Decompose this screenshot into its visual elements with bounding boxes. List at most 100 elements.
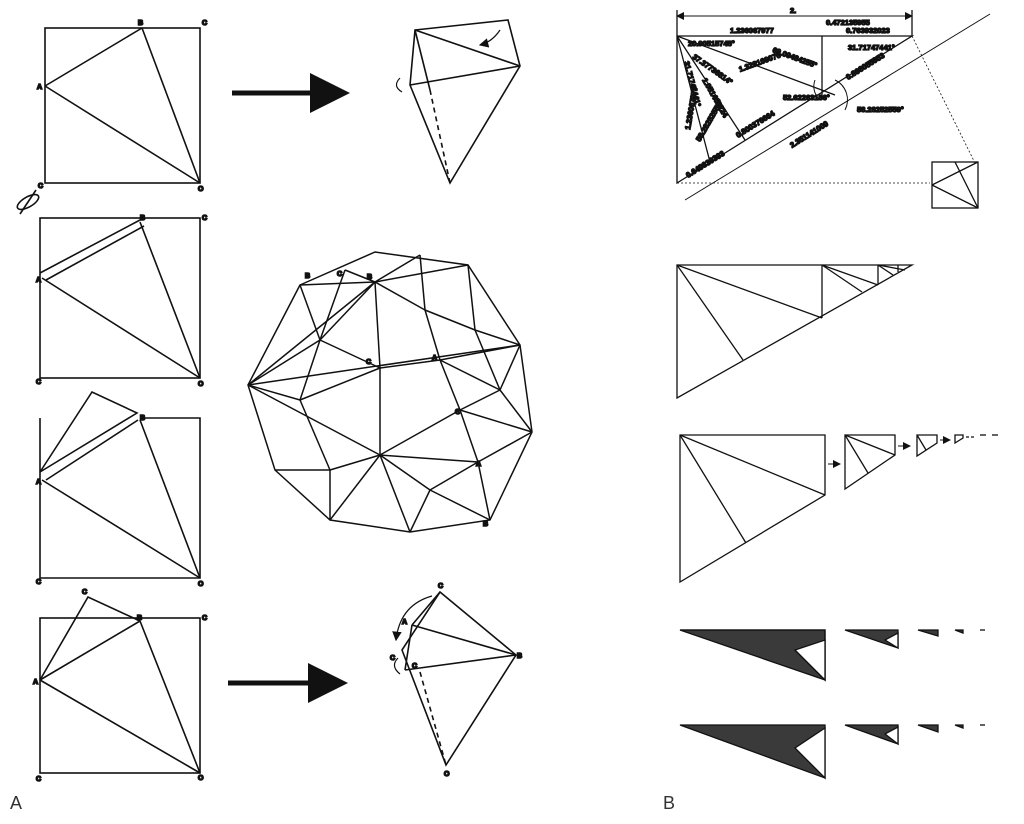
label-a-2: A xyxy=(36,277,41,284)
polyhedron-edge xyxy=(459,389,501,411)
polyhedron-edge xyxy=(299,367,381,401)
meas-top-right: 0.763932023 xyxy=(846,26,890,35)
label-a-3: A xyxy=(36,479,41,486)
label-a-5: A xyxy=(402,619,407,626)
label-b-2: B xyxy=(140,215,145,222)
label-a-poly-2: A xyxy=(476,461,481,468)
polyhedron-edge xyxy=(379,454,431,491)
polyhedron-edge xyxy=(247,384,381,456)
meas-angle-g: 58.28252559° xyxy=(857,105,904,114)
label-c-poly-1: C xyxy=(337,271,342,278)
label-o-5: O xyxy=(444,771,450,778)
polyhedron-edge xyxy=(329,454,381,471)
label-o-4: O xyxy=(198,775,204,782)
polyhedron-edge xyxy=(419,254,426,311)
label-c-1b: C xyxy=(38,183,43,190)
label-c-2: C xyxy=(202,215,207,222)
polyhedron-edge xyxy=(374,281,426,311)
label-a-poly-1: A xyxy=(432,355,437,362)
polyhedron-edge xyxy=(319,339,381,369)
fold-step-2 xyxy=(39,217,201,379)
polyhedron-edge xyxy=(374,254,421,283)
label-c-5c: C xyxy=(412,663,417,670)
meas-angle-a: 20.90515745° xyxy=(688,39,735,48)
polyhedron-edge xyxy=(477,431,533,463)
meas-seg-5: 2.351141009 xyxy=(788,119,830,150)
label-b-poly-3: B xyxy=(483,521,488,528)
label-c-4a: C xyxy=(82,589,87,596)
triangle-sequence xyxy=(679,434,998,584)
panel-b: 2. 1.236067977 0.472135955 0.763932023 2… xyxy=(676,5,998,780)
polyhedron-edge xyxy=(467,264,476,331)
polyhedron-edge xyxy=(439,359,501,391)
polyhedron-edge xyxy=(299,284,321,341)
polyhedron-edge xyxy=(429,461,479,491)
fold-step-3 xyxy=(39,390,201,579)
label-b-3: B xyxy=(140,415,145,422)
meas-left-height: 1.236067977 xyxy=(683,86,699,131)
polyhedron-edge xyxy=(379,454,479,463)
polyhedron-edge xyxy=(247,339,321,386)
label-c-poly-3: C xyxy=(455,409,460,416)
polyhedron-edge xyxy=(424,309,441,361)
polyhedron-edge xyxy=(247,281,376,386)
shaded-sequence-1 xyxy=(679,629,985,682)
meas-seg-3: 0.898055953 xyxy=(844,51,886,82)
polyhedron-edge xyxy=(299,281,376,286)
polyhedron-edge xyxy=(424,309,476,331)
polyhedron-edge xyxy=(477,461,491,521)
fold-step-4 xyxy=(39,595,201,774)
label-c-4c: C xyxy=(36,776,41,783)
polyhedron-edge xyxy=(439,359,461,411)
meas-top-width: 2. xyxy=(790,6,796,15)
polyhedron-edge xyxy=(474,329,501,391)
polyhedron-edge xyxy=(299,339,321,401)
polyhedron-edge xyxy=(379,454,411,533)
label-a-4: A xyxy=(33,679,38,686)
label-c-4b: C xyxy=(202,615,207,622)
label-c-3: C xyxy=(36,579,41,586)
label-b-poly-1: B xyxy=(305,273,310,280)
polyhedron-edge xyxy=(299,399,331,471)
rotate-icon xyxy=(16,189,40,215)
label-b-4: B xyxy=(137,615,142,622)
polyhedron-edge xyxy=(329,454,381,521)
polyhedron-edge xyxy=(247,344,521,386)
shaded-sequence-2 xyxy=(679,724,985,780)
meas-angle-f: 52.62263186° xyxy=(783,93,830,102)
label-b-5: B xyxy=(517,653,522,660)
polyhedron-edge xyxy=(379,359,441,369)
polyhedron-edge xyxy=(319,269,346,341)
label-c-1: C xyxy=(202,20,207,27)
label-b-poly-2: B xyxy=(367,274,372,281)
label-a-1: A xyxy=(37,84,42,91)
folded-piece-bottom xyxy=(392,590,518,767)
meas-top-left: 1.236067977 xyxy=(730,26,774,35)
meas-top-offset: 0.472135955 xyxy=(826,18,870,27)
label-b-1: B xyxy=(138,20,143,27)
label-c-5: C xyxy=(438,583,443,590)
polyhedron-edge xyxy=(344,269,376,283)
polyhedron-edge xyxy=(374,281,381,369)
polyhedron-edge xyxy=(319,281,376,341)
recursive-triangle xyxy=(676,264,915,400)
polyhedron-edge xyxy=(474,329,521,346)
polyhedron-edge xyxy=(499,344,521,391)
label-c-poly-2: C xyxy=(366,359,371,366)
panel-a-label: A xyxy=(10,793,23,813)
label-c-5b: C xyxy=(390,655,395,662)
panel-b-label: B xyxy=(663,793,676,813)
geometry-diagram xyxy=(676,10,991,209)
label-o-2: O xyxy=(198,381,204,388)
polyhedron-edge xyxy=(459,409,533,433)
polyhedron xyxy=(247,251,533,533)
folded-piece-top xyxy=(395,19,521,185)
fold-step-1 xyxy=(44,27,201,184)
polyhedron-edge xyxy=(379,409,461,456)
polyhedron-edge xyxy=(429,489,491,521)
label-o-3: O xyxy=(198,581,204,588)
polyhedron-edge xyxy=(499,389,533,433)
polyhedron-edge xyxy=(247,384,301,401)
polyhedron-edge xyxy=(409,489,431,533)
